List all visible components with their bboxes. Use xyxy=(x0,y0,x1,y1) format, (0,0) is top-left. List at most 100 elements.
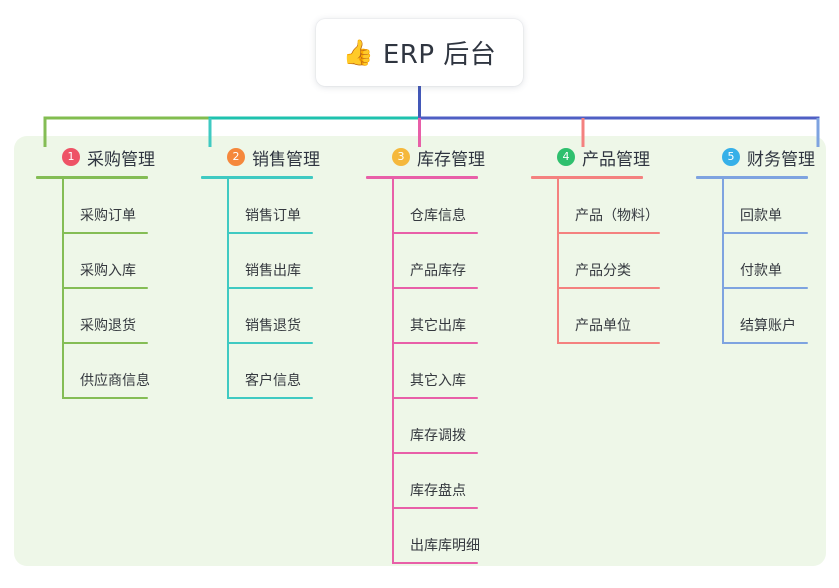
branch-index-badge: 2 xyxy=(227,148,245,166)
branch-item-label: 销售订单 xyxy=(245,208,301,224)
branch-item[interactable]: 其它入库 xyxy=(392,344,485,399)
branch-column-1: 1 采购管理采购订单采购入库采购退货供应商信息 xyxy=(36,144,155,399)
branch-item-list: 销售订单销售出库销售退货客户信息 xyxy=(227,179,320,399)
branch-header-rule xyxy=(531,176,643,179)
branch-item[interactable]: 采购退货 xyxy=(62,289,155,344)
branch-spine xyxy=(557,179,559,344)
branch-index-badge: 3 xyxy=(392,148,410,166)
branch-item-label: 采购退货 xyxy=(80,318,136,334)
branch-item-label: 采购入库 xyxy=(80,263,136,279)
branch-item-label: 结算账户 xyxy=(740,318,796,334)
branch-item[interactable]: 库存盘点 xyxy=(392,454,485,509)
branch-header-rule xyxy=(201,176,313,179)
branch-item-rule xyxy=(392,287,478,289)
branch-item[interactable]: 采购入库 xyxy=(62,234,155,289)
branch-column-2: 2 销售管理销售订单销售出库销售退货客户信息 xyxy=(201,144,320,399)
branch-item[interactable]: 产品库存 xyxy=(392,234,485,289)
thumbs-up-icon: 👍 xyxy=(342,38,374,67)
branch-item-label: 出库库明细 xyxy=(410,538,480,554)
branch-item-label: 付款单 xyxy=(740,263,782,279)
branch-item-rule xyxy=(227,397,313,399)
branch-column-4: 4 产品管理产品（物料） 产品分类产品单位 xyxy=(531,144,660,344)
branch-header-rule xyxy=(36,176,148,179)
branch-item-rule xyxy=(392,342,478,344)
branch-title: 库存管理 xyxy=(417,149,485,170)
branch-item-label: 其它出库 xyxy=(410,318,466,334)
branch-item-rule xyxy=(62,232,148,234)
branch-spine xyxy=(392,179,394,564)
branch-index-badge: 4 xyxy=(557,148,575,166)
branch-title: 销售管理 xyxy=(252,149,320,170)
branch-item-rule xyxy=(62,342,148,344)
branch-item[interactable]: 销售退货 xyxy=(227,289,320,344)
branch-item-list: 回款单付款单结算账户 xyxy=(722,179,815,344)
branch-title: 财务管理 xyxy=(747,149,815,170)
branch-item-rule xyxy=(557,287,660,289)
branch-item[interactable]: 销售出库 xyxy=(227,234,320,289)
branch-item-rule xyxy=(392,507,478,509)
branch-header-4[interactable]: 4 产品管理 xyxy=(531,144,660,170)
branch-item-rule xyxy=(227,232,313,234)
branch-item[interactable]: 库存调拨 xyxy=(392,399,485,454)
branch-item[interactable]: 其它出库 xyxy=(392,289,485,344)
branch-column-3: 3 库存管理仓库信息产品库存其它出库其它入库库存调拨库存盘点出库库明细 xyxy=(366,144,485,564)
branch-item-label: 产品（物料） xyxy=(575,208,659,224)
branch-item-rule xyxy=(392,232,478,234)
branch-item-list: 仓库信息产品库存其它出库其它入库库存调拨库存盘点出库库明细 xyxy=(392,179,485,564)
branch-item-label: 供应商信息 xyxy=(80,373,150,389)
branch-column-5: 5 财务管理回款单付款单结算账户 xyxy=(696,144,815,344)
branch-item-label: 库存盘点 xyxy=(410,483,466,499)
branch-item[interactable]: 付款单 xyxy=(722,234,815,289)
branch-header-rule xyxy=(696,176,808,179)
diagram-panel xyxy=(14,136,826,566)
branch-item[interactable]: 仓库信息 xyxy=(392,179,485,234)
branch-spine xyxy=(62,179,64,399)
branch-header-2[interactable]: 2 销售管理 xyxy=(201,144,320,170)
root-node-title: ERP 后台 xyxy=(382,40,497,70)
branch-item-label: 产品单位 xyxy=(575,318,631,334)
branch-item[interactable]: 出库库明细 xyxy=(392,509,485,564)
root-node-erp-backend[interactable]: 👍 ERP 后台 xyxy=(316,19,523,86)
branch-item-label: 仓库信息 xyxy=(410,208,466,224)
branch-item[interactable]: 供应商信息 xyxy=(62,344,155,399)
branch-item-label: 销售退货 xyxy=(245,318,301,334)
branch-item-rule xyxy=(722,232,808,234)
branch-index-badge: 5 xyxy=(722,148,740,166)
branch-spine xyxy=(227,179,229,399)
branch-item-list: 采购订单采购入库采购退货供应商信息 xyxy=(62,179,155,399)
branch-item-rule xyxy=(227,342,313,344)
branch-index-badge: 1 xyxy=(62,148,80,166)
branch-item-label: 采购订单 xyxy=(80,208,136,224)
branch-item-label: 客户信息 xyxy=(245,373,301,389)
branch-item[interactable]: 产品（物料） xyxy=(557,179,660,234)
branch-title: 采购管理 xyxy=(87,149,155,170)
branch-item[interactable]: 采购订单 xyxy=(62,179,155,234)
branch-item-rule xyxy=(722,287,808,289)
branch-item-rule xyxy=(557,342,660,344)
branch-item[interactable]: 客户信息 xyxy=(227,344,320,399)
branch-item-rule xyxy=(227,287,313,289)
branch-item[interactable]: 产品分类 xyxy=(557,234,660,289)
branch-item[interactable]: 产品单位 xyxy=(557,289,660,344)
branch-item[interactable]: 销售订单 xyxy=(227,179,320,234)
branch-item-rule xyxy=(557,232,660,234)
branch-item-rule xyxy=(62,287,148,289)
branch-item-rule xyxy=(392,562,478,564)
branch-item-list: 产品（物料） 产品分类产品单位 xyxy=(557,179,660,344)
branch-item[interactable]: 结算账户 xyxy=(722,289,815,344)
branch-header-5[interactable]: 5 财务管理 xyxy=(696,144,815,170)
branch-item-label: 其它入库 xyxy=(410,373,466,389)
branch-title: 产品管理 xyxy=(582,149,650,170)
branch-item-label: 库存调拨 xyxy=(410,428,466,444)
branch-item-rule xyxy=(62,397,148,399)
branch-header-3[interactable]: 3 库存管理 xyxy=(366,144,485,170)
branch-item-label: 回款单 xyxy=(740,208,782,224)
branch-item-rule xyxy=(392,397,478,399)
branch-item-label: 产品分类 xyxy=(575,263,631,279)
branch-item[interactable]: 回款单 xyxy=(722,179,815,234)
branch-item-label: 产品库存 xyxy=(410,263,466,279)
branch-spine xyxy=(722,179,724,344)
branch-header-1[interactable]: 1 采购管理 xyxy=(36,144,155,170)
branch-item-label: 销售出库 xyxy=(245,263,301,279)
